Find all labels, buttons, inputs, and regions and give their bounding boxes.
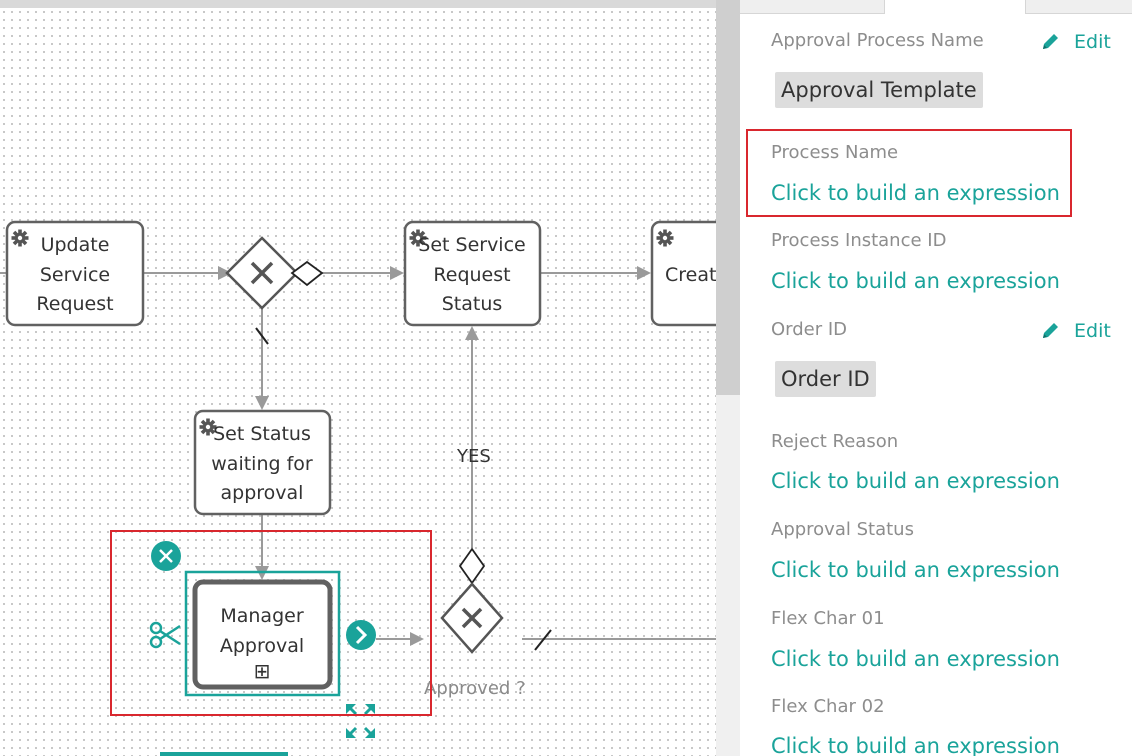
panel-tab-active[interactable]	[884, 0, 1026, 14]
process-diagram: Update Service Request Set Service Reque…	[0, 220, 716, 756]
scissors-icon[interactable]	[149, 621, 181, 649]
properties-panel: Approval Process Name Edit Approval Temp…	[740, 0, 1132, 756]
expression-link-approval-status[interactable]: Click to build an expression	[771, 558, 1060, 582]
expression-link-process-name[interactable]: Click to build an expression	[771, 181, 1060, 205]
diamond-icon	[458, 547, 486, 585]
field-label-flex-char-02: Flex Char 02	[771, 696, 885, 717]
task-label-line: Request	[433, 264, 510, 286]
pencil-icon	[1043, 323, 1058, 338]
task-create[interactable]: Create	[650, 220, 716, 327]
value-chip-approval-template[interactable]: Approval Template	[775, 72, 983, 108]
selection-outline	[184, 570, 341, 697]
task-label-line: Manager	[220, 605, 303, 627]
chevron-right-icon[interactable]	[346, 620, 376, 650]
task-label-line: Status	[442, 293, 503, 315]
edit-label: Edit	[1074, 320, 1111, 342]
flow-label-yes: YES	[456, 446, 491, 467]
annotation-highlight-panel	[746, 129, 1072, 217]
task-update-service-request[interactable]: Update Service Request	[5, 220, 145, 327]
task-label-line: Request	[36, 293, 113, 315]
task-label-line: waiting for	[211, 453, 313, 475]
field-label-order-id: Order ID	[771, 319, 848, 340]
field-label-process-instance-id: Process Instance ID	[771, 230, 947, 251]
task-label-line: Set Service	[418, 234, 525, 256]
gear-icon	[656, 229, 674, 247]
gateway-label-approved: Approved ?	[424, 678, 526, 699]
annotation-highlight-canvas	[110, 530, 432, 716]
close-icon[interactable]	[151, 541, 181, 571]
edit-button-approval-process-name[interactable]: Edit	[1040, 29, 1111, 55]
value-chip-order-id[interactable]: Order ID	[775, 361, 876, 397]
pencil-icon	[1043, 34, 1058, 49]
field-label-approval-process-name: Approval Process Name	[771, 30, 984, 51]
task-label-line: Set Status	[213, 423, 311, 445]
expression-link-reject-reason[interactable]: Click to build an expression	[771, 469, 1060, 493]
process-canvas[interactable]: Update Service Request Set Service Reque…	[0, 0, 716, 756]
canvas-scrollbar-thumb[interactable]	[716, 0, 740, 395]
task-label-line: Approval	[220, 635, 304, 657]
subprocess-marker-icon[interactable]: ⊞	[254, 659, 271, 683]
expression-link-flex-char-02[interactable]: Click to build an expression	[771, 734, 1060, 756]
panel-tab[interactable]	[740, 0, 884, 14]
exclusive-gateway-icon[interactable]	[225, 236, 299, 310]
edit-button-order-id[interactable]: Edit	[1040, 318, 1111, 344]
field-label-approval-status: Approval Status	[771, 519, 914, 540]
task-manager-approval[interactable]: Manager Approval ⊞	[184, 570, 341, 697]
panel-tab[interactable]	[1026, 0, 1132, 14]
edit-label: Edit	[1074, 31, 1111, 53]
sequence-flows	[0, 266, 716, 651]
task-label-line: approval	[221, 482, 304, 504]
gear-icon	[11, 229, 29, 247]
expand-icon[interactable]	[346, 704, 375, 738]
task-set-service-request-status[interactable]: Set Service Request Status	[403, 220, 542, 327]
diamond-icon	[290, 260, 324, 287]
field-label-flex-char-01: Flex Char 01	[771, 608, 885, 629]
exclusive-gateway-icon[interactable]	[440, 582, 504, 654]
canvas-top-bar	[0, 0, 716, 8]
partial-toolbar-element	[160, 752, 288, 756]
task-label-line: Create	[665, 264, 716, 286]
expression-link-flex-char-01[interactable]: Click to build an expression	[771, 647, 1060, 671]
task-set-status-waiting[interactable]: Set Status waiting for approval	[193, 409, 332, 516]
task-label-line: Service	[40, 264, 110, 286]
task-label-line: Update	[41, 234, 110, 256]
field-label-reject-reason: Reject Reason	[771, 431, 899, 452]
field-label-process-name: Process Name	[771, 142, 899, 163]
expression-link-process-instance-id[interactable]: Click to build an expression	[771, 269, 1060, 293]
